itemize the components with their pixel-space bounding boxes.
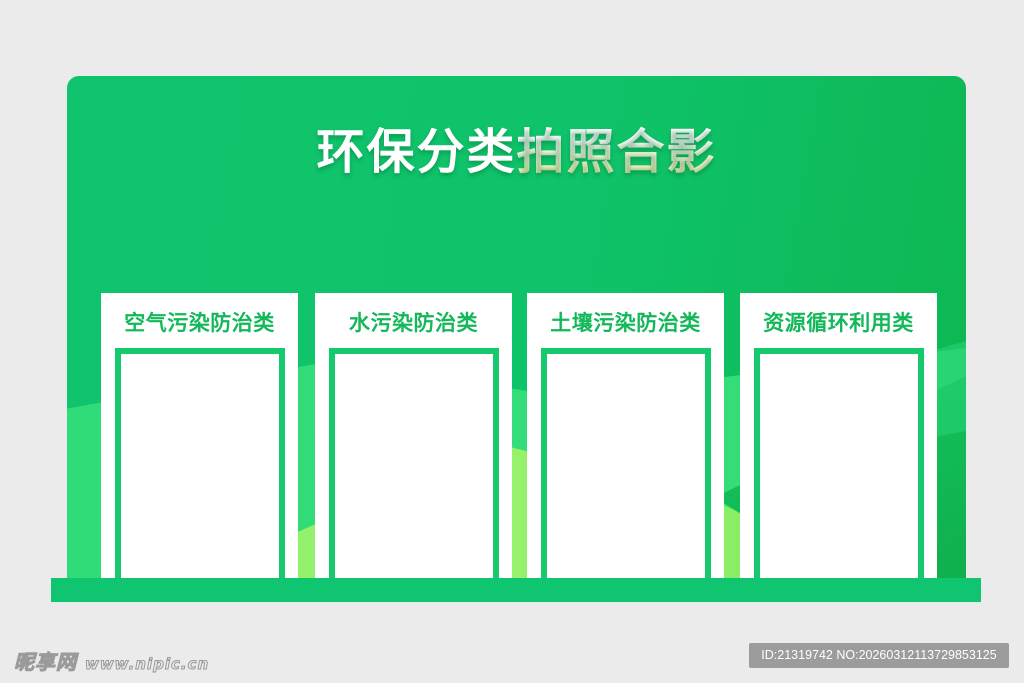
watermark-id-badge: ID:21319742 NO:20260312113729853125 xyxy=(749,643,1009,668)
photo-card-recycling: 资源循环利用类 xyxy=(740,293,937,578)
photo-slot xyxy=(329,348,499,578)
photo-card-soil: 土壤污染防治类 xyxy=(527,293,724,578)
card-label: 土壤污染防治类 xyxy=(550,311,701,335)
photo-slot xyxy=(754,348,924,578)
watermark-site-name: 昵享网 xyxy=(14,650,77,675)
photo-card-air: 空气污染防治类 xyxy=(101,293,298,578)
display-board: 环保分类拍照合影 空气污染防治类 水污染防治类 土壤污染防治类 资源循环利用类 xyxy=(67,76,966,578)
photo-slot xyxy=(541,348,711,578)
watermark-logo: 昵享网 www.nipic.cn xyxy=(14,646,209,675)
watermark-url: www.nipic.cn xyxy=(84,655,210,674)
photo-card-water: 水污染防治类 xyxy=(315,293,512,578)
board-base-bar xyxy=(51,578,981,602)
card-label: 资源循环利用类 xyxy=(763,311,914,335)
board-title: 环保分类拍照合影 xyxy=(67,112,966,182)
title-part-1: 环保分类 xyxy=(316,124,517,180)
title-part-2: 拍照合影 xyxy=(516,124,717,180)
card-label: 水污染防治类 xyxy=(349,311,478,335)
card-label: 空气污染防治类 xyxy=(124,311,275,335)
photo-slot xyxy=(115,348,285,578)
